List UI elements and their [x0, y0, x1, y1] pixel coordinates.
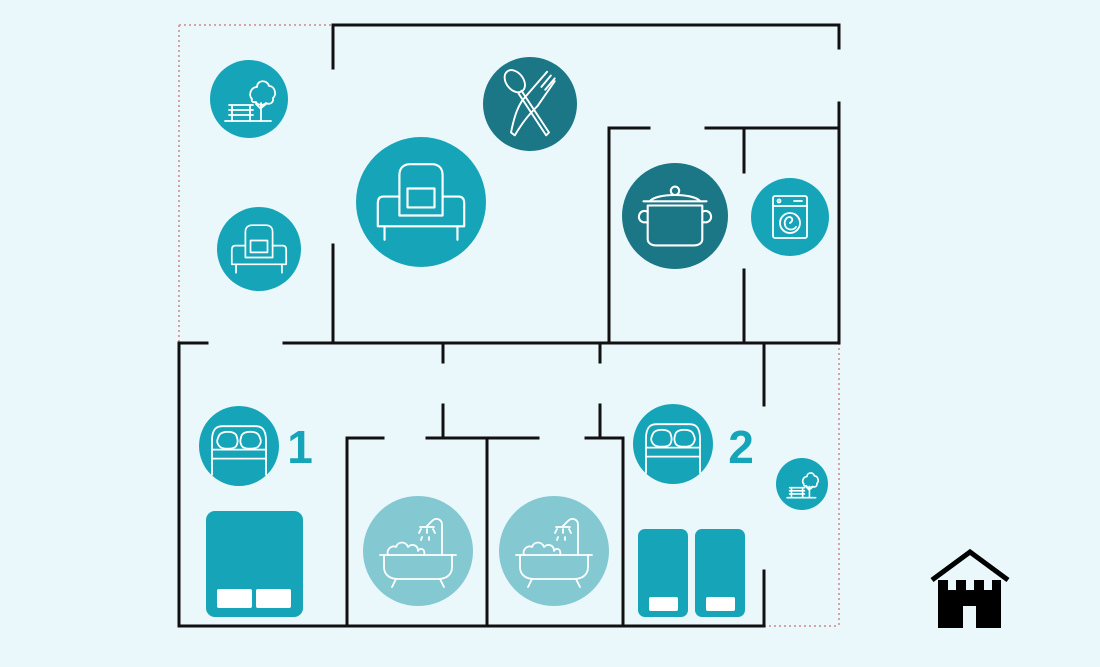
property-boundary: [178, 24, 840, 627]
bedroom-2-bed-icon: [633, 404, 713, 484]
bedroom-1-number: 1: [287, 421, 313, 473]
bathtub-icon-2: [499, 496, 609, 606]
double-bed: [206, 511, 303, 617]
sofa-icon: [356, 137, 486, 267]
balcony-icon-left: [210, 60, 288, 138]
castle-house-icon: [930, 548, 1010, 628]
washing-machine-icon: [751, 178, 829, 256]
bathtub-icon-1: [363, 496, 473, 606]
armchair-icon: [217, 207, 301, 291]
twin-beds: [638, 529, 745, 617]
cooking-pot-icon: [622, 163, 728, 269]
walls: [177, 23, 841, 628]
bedroom-2-number: 2: [728, 421, 754, 473]
fork-spoon-icon: [483, 57, 577, 151]
balcony-icon-right: [776, 458, 828, 510]
bedroom-1-bed-icon: [199, 406, 279, 486]
